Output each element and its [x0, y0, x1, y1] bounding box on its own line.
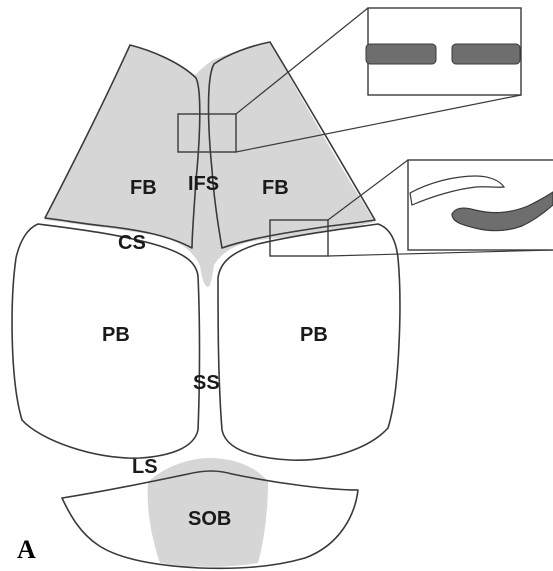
ss-label: SS	[193, 372, 220, 394]
inset-cs	[408, 160, 553, 250]
cs-label: CS	[118, 232, 146, 254]
suture-bar-right	[452, 44, 520, 64]
panel-label: A	[17, 535, 36, 564]
frontal-right-label: FB	[262, 177, 289, 199]
ifs-label: IFS	[188, 173, 219, 195]
parietal-right-label: PB	[300, 324, 328, 346]
ls-label: LS	[132, 456, 158, 478]
parietal-left-label: PB	[102, 324, 130, 346]
sob-label: SOB	[188, 508, 231, 530]
suture-bar-left	[366, 44, 436, 64]
frontal-left-label: FB	[130, 177, 157, 199]
inset-ifs	[366, 8, 521, 95]
connector-line	[328, 250, 553, 256]
